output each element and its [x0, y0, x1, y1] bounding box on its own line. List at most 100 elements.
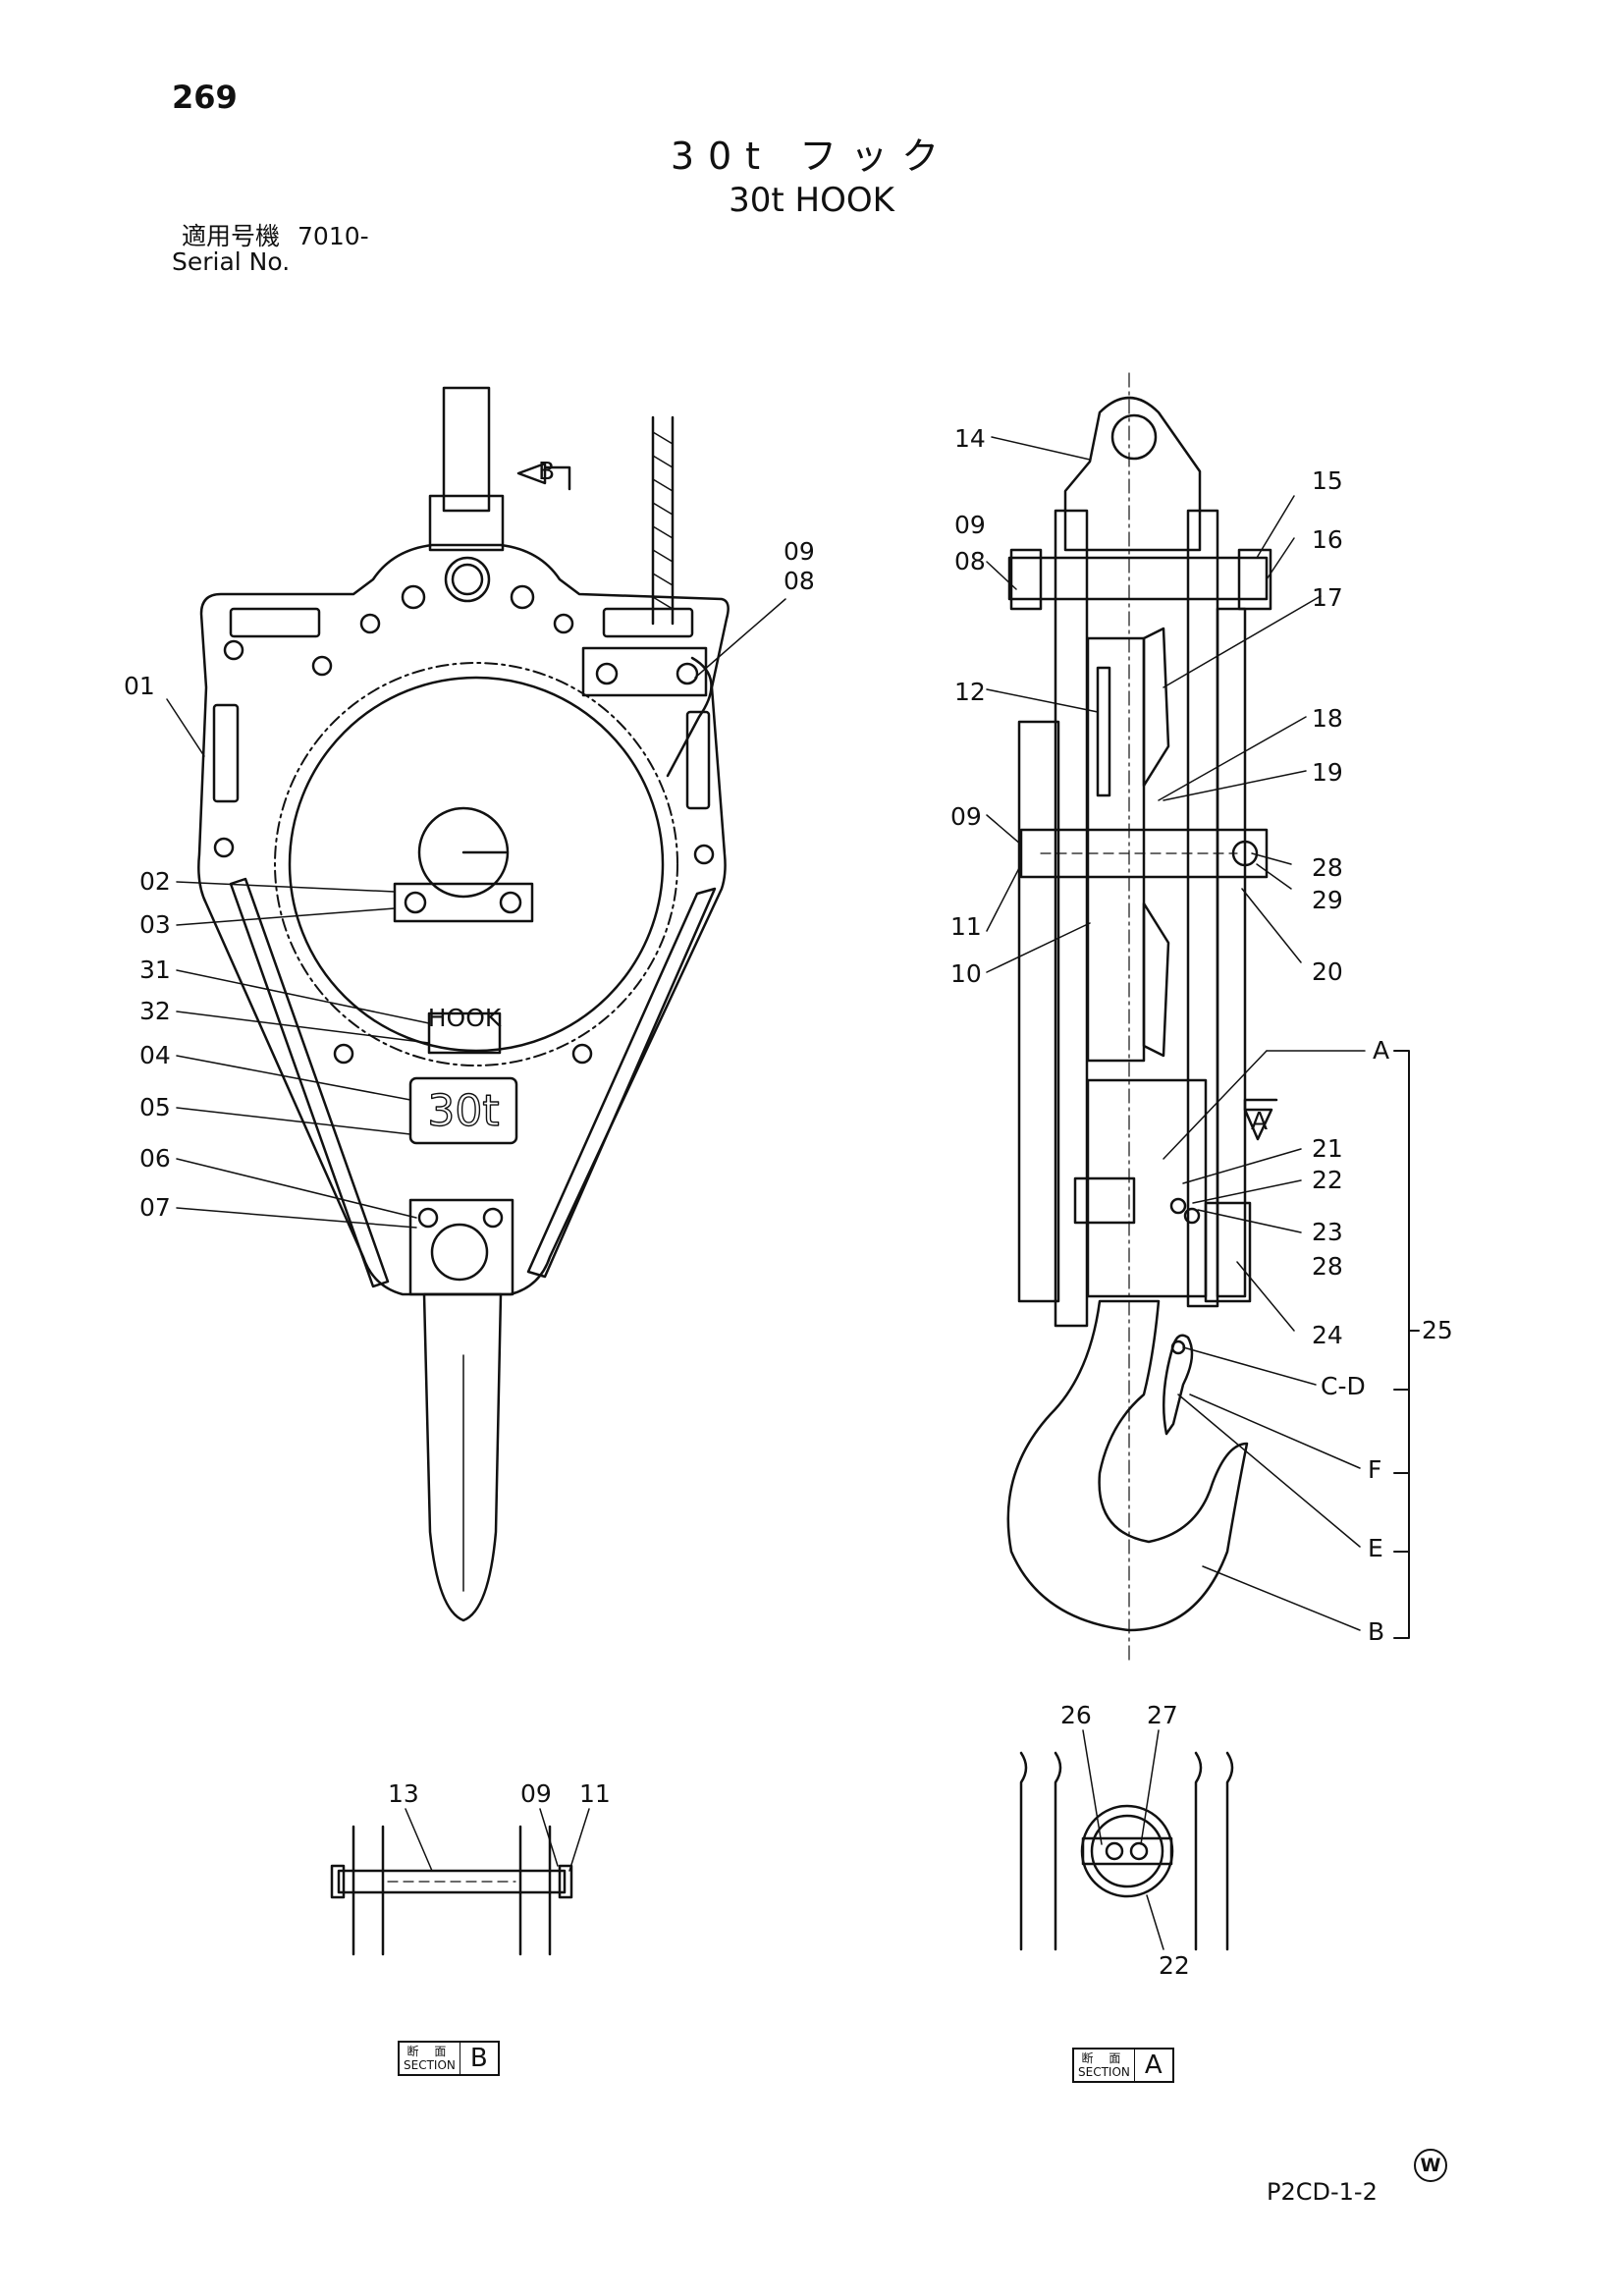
label-06: 06	[139, 1144, 171, 1173]
section-b-arrow	[516, 462, 571, 491]
crosshead-inner	[1073, 1176, 1136, 1225]
section-a-plates	[1019, 1751, 1234, 1951]
label-15: 15	[1312, 466, 1343, 495]
page-number: 269	[172, 79, 238, 116]
label-05: 05	[139, 1093, 171, 1121]
label-E: E	[1368, 1534, 1383, 1562]
label-09-side-top: 09	[954, 511, 986, 539]
label-09-side: 09	[950, 802, 982, 831]
side-view: A	[950, 372, 1453, 1661]
label-32: 32	[139, 997, 171, 1025]
section-b-plates	[352, 1825, 552, 1956]
title-japanese: 30t フック	[670, 135, 953, 178]
hook-body	[1006, 1299, 1249, 1632]
section-b-tag-jp: 断 面	[406, 2045, 453, 2058]
section-a-tag-en: SECTION	[1078, 2065, 1130, 2079]
top-clevis	[442, 386, 491, 513]
clevis-block	[428, 494, 505, 552]
section-b-pin	[337, 1869, 567, 1894]
section-a-ring-inner	[1090, 1814, 1164, 1888]
plate-02	[393, 882, 534, 923]
top-slot-left	[229, 607, 321, 638]
side-leaders	[986, 436, 1366, 1631]
crossbar-nut-left	[1009, 548, 1043, 611]
section-b-tag-label: 断 面 SECTION	[400, 2043, 460, 2074]
serial-label-en: Serial No.	[172, 247, 291, 276]
side-slot-left	[212, 703, 240, 803]
center-pin-side	[1019, 828, 1269, 879]
side-plate-outline	[197, 543, 730, 1296]
section-b-tag: 断 面 SECTION B	[398, 2041, 500, 2076]
latch-pin	[1170, 1339, 1186, 1355]
hook-nut	[1204, 1201, 1252, 1303]
bracket-bolt-2	[676, 662, 699, 685]
label-A: A	[1373, 1036, 1389, 1065]
label-31: 31	[139, 956, 171, 984]
outer-plate-left	[1017, 720, 1060, 1303]
center-pin	[417, 806, 510, 899]
section-b-tag-letter: B	[469, 2044, 488, 2073]
rope-bracket	[581, 646, 708, 697]
label-01: 01	[124, 672, 155, 700]
side-plate-right	[1186, 509, 1219, 1308]
label-07: 07	[139, 1193, 171, 1222]
crosshead	[1086, 1078, 1208, 1298]
label-09-secb: 09	[520, 1779, 552, 1808]
label-C-D: C-D	[1321, 1372, 1366, 1400]
label-22-seca: 22	[1159, 1951, 1190, 1980]
pin-lock	[1231, 840, 1259, 867]
label-23: 23	[1312, 1218, 1343, 1246]
section-b-tag-en: SECTION	[404, 2058, 456, 2072]
section-a-tag-jp: 断 面	[1081, 2051, 1127, 2065]
label-04: 04	[139, 1041, 171, 1069]
label-21: 21	[1312, 1134, 1343, 1163]
label-17: 17	[1312, 583, 1343, 612]
sheave-hub	[1086, 636, 1146, 1063]
label-28-lower: 28	[1312, 1252, 1343, 1281]
section-b-view: 13 09 11	[330, 1779, 611, 1956]
outer-plate-right	[1216, 607, 1247, 1298]
label-03: 03	[139, 910, 171, 939]
side-bar-right	[526, 887, 717, 1279]
section-a-arrow	[1243, 1098, 1278, 1141]
side-plate-left	[1054, 509, 1089, 1328]
label-09-front: 09	[784, 537, 815, 566]
bracket-bolt-1	[595, 662, 619, 685]
top-eye	[1063, 396, 1202, 552]
label-29: 29	[1312, 886, 1343, 914]
capacity-text: 30t	[427, 1086, 499, 1136]
section-a-tag: 断 面 SECTION A	[1072, 2048, 1174, 2083]
title-english: 30t HOOK	[729, 181, 894, 220]
front-view: HOOK 30t B 01 02 03 31 32 0	[124, 386, 815, 1622]
label-08-side-top: 08	[954, 547, 986, 575]
hook-shank	[422, 1292, 503, 1622]
wire-rope	[651, 415, 675, 626]
label-20: 20	[1312, 957, 1343, 986]
section-a-view: 26 27 22	[1019, 1701, 1234, 1980]
top-slot-right	[602, 607, 694, 638]
label-26: 26	[1060, 1701, 1092, 1729]
top-crossbar	[1007, 556, 1269, 601]
sheave-inner	[288, 676, 665, 1053]
sheave-outer	[274, 662, 678, 1066]
crossbar-nut-right	[1237, 548, 1272, 611]
hook-latch	[1163, 1334, 1194, 1436]
section-b-nut	[558, 1864, 573, 1899]
section-a-tag-label: 断 面 SECTION	[1074, 2050, 1135, 2081]
section-b-marker: B	[538, 457, 555, 485]
label-12: 12	[954, 678, 986, 706]
sheave-lower	[1142, 902, 1170, 1058]
label-B: B	[1368, 1617, 1384, 1646]
label-11-secb: 11	[579, 1779, 611, 1808]
section-a-marker: A	[1251, 1107, 1268, 1135]
assembly-bracket	[1393, 1050, 1420, 1639]
label-19: 19	[1312, 758, 1343, 787]
sheave-web	[1096, 666, 1111, 797]
label-24: 24	[1312, 1321, 1343, 1349]
label-25: 25	[1422, 1316, 1453, 1344]
label-02: 02	[139, 867, 171, 896]
section-a-ring	[1080, 1804, 1174, 1898]
w-symbol: W	[1414, 2149, 1447, 2182]
